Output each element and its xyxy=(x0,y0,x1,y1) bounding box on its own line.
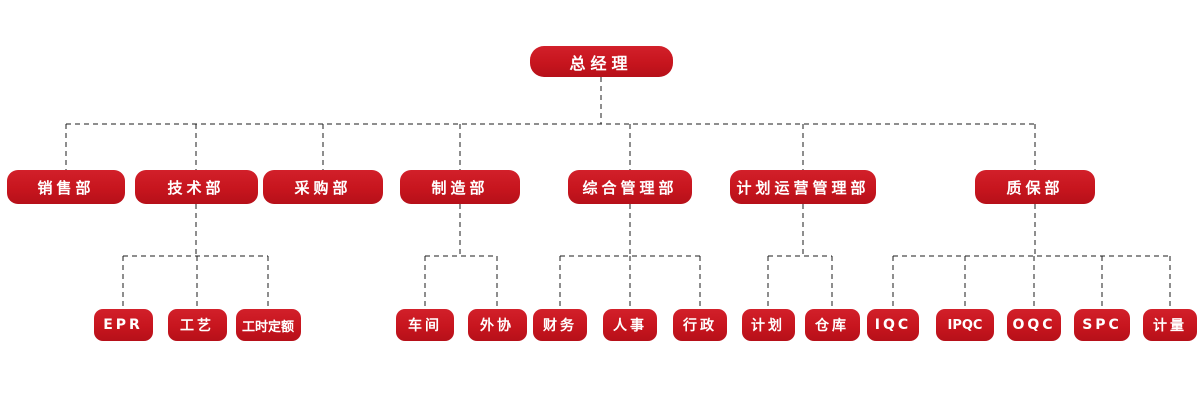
org-node-label: 工时定额 xyxy=(241,319,294,335)
org-node-label: 行政 xyxy=(683,318,717,334)
org-node-level3: 人事 xyxy=(603,309,657,341)
org-node-level3: 外协 xyxy=(467,309,527,341)
org-node-level3: 计划 xyxy=(741,309,795,341)
org-node-label: IPQC xyxy=(947,317,983,333)
org-node-label: 人事 xyxy=(613,318,647,334)
org-node-label: SPC xyxy=(1082,317,1122,333)
org-node-label: 采购部 xyxy=(294,178,352,197)
org-node-level3: 工艺 xyxy=(167,309,227,341)
org-node-label: 工艺 xyxy=(180,318,214,334)
org-node-level3: 车间 xyxy=(396,309,454,341)
org-node-label: 总经理 xyxy=(569,53,633,73)
org-node-label: EPR xyxy=(103,317,143,333)
org-node-label: 计划运营管理部 xyxy=(736,178,870,197)
org-node-label: 车间 xyxy=(408,318,442,334)
org-node-level3: IQC xyxy=(867,309,919,341)
org-node-level3: OQC xyxy=(1007,309,1061,341)
org-node-level3: 工时定额 xyxy=(235,309,301,341)
org-node-level3: 财务 xyxy=(533,309,587,341)
org-node-level3: SPC xyxy=(1074,309,1130,341)
org-node-label: 质保部 xyxy=(1006,178,1064,197)
org-node-level3: IPQC xyxy=(936,309,994,341)
org-node-label: 制造部 xyxy=(431,178,489,197)
org-node-label: OQC xyxy=(1012,317,1056,333)
org-node-label: 技术部 xyxy=(167,178,225,197)
org-node-level3: 行政 xyxy=(673,309,727,341)
org-node-label: 仓库 xyxy=(815,318,849,334)
org-node-level3: 计量 xyxy=(1143,309,1197,341)
org-node-label: 综合管理部 xyxy=(582,178,678,197)
org-node-level2: 销售部 xyxy=(7,170,125,204)
org-node-label: 财务 xyxy=(543,318,577,334)
org-node-level2: 制造部 xyxy=(400,170,520,204)
org-node-label: 外协 xyxy=(480,318,514,334)
org-node-level2: 计划运营管理部 xyxy=(730,170,876,204)
org-node-level2: 质保部 xyxy=(975,170,1095,204)
org-node-label: IQC xyxy=(874,317,912,333)
org-node-label: 销售部 xyxy=(37,178,95,197)
org-node-level2: 采购部 xyxy=(263,170,383,204)
org-node-level2: 综合管理部 xyxy=(568,170,692,204)
org-node-level3: 仓库 xyxy=(804,309,860,341)
org-node-label: 计划 xyxy=(751,318,785,334)
org-node-level3: EPR xyxy=(93,309,153,341)
org-node-label: 计量 xyxy=(1153,318,1187,334)
org-node-level2: 技术部 xyxy=(134,170,258,204)
org-node-level1: 总经理 xyxy=(529,46,673,77)
